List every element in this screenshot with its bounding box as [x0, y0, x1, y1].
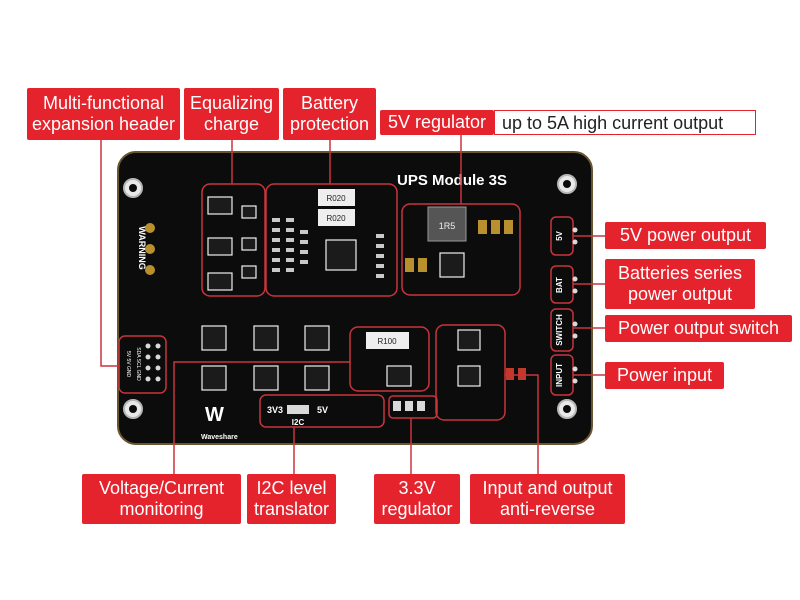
board-title: UPS Module 3S	[397, 172, 507, 189]
connector-pins	[572, 227, 578, 384]
connector-5v-text: 5V	[555, 230, 564, 240]
jumper-3v3-text: 3V3	[267, 405, 283, 415]
capacitors	[405, 220, 513, 272]
brand-text: Waveshare	[201, 434, 238, 441]
header-text-a: 5V 5V GND	[125, 351, 131, 378]
connector-switch-text: SWITCH	[555, 314, 564, 346]
resistor-r100-label: R100	[377, 337, 397, 346]
connector-bat-text: BAT	[555, 277, 564, 293]
label-power-output-5v: 5V power output	[605, 222, 766, 249]
resistor-r020-b	[318, 209, 355, 226]
connector-switch-region	[550, 308, 574, 352]
equalizing-charge-region	[201, 183, 266, 297]
resistor-r100	[366, 332, 409, 349]
label-power-input: Power input	[605, 362, 724, 389]
battery-protection-region	[265, 183, 398, 297]
regulator-5v-ic	[439, 252, 465, 278]
label-regulator-5v: 5V regulator	[380, 110, 494, 135]
resistor-r020-a	[318, 189, 355, 206]
mounting-holes	[123, 174, 577, 419]
equalizing-chips	[207, 196, 257, 291]
jumper-i2c-text: I2C	[292, 418, 305, 427]
header-pins	[145, 343, 161, 382]
note-regulator-5v: up to 5A high current output	[494, 110, 756, 135]
resistor-r020-a-label: R020	[326, 194, 346, 203]
leader-lines	[100, 135, 605, 474]
regulator-3v3-region	[388, 395, 438, 419]
protection-pads	[272, 218, 384, 278]
inductor-label: 1R5	[439, 221, 456, 231]
waveshare-logo: W	[205, 404, 224, 426]
i2c-translator-region	[259, 394, 385, 428]
mid-chips	[201, 325, 481, 391]
protection-ic	[325, 239, 357, 271]
anti-reverse-fuses	[506, 368, 526, 380]
resistor-r020-b-label: R020	[326, 214, 346, 223]
jumper-5v-text: 5V	[317, 405, 328, 415]
i2c-jumper	[287, 405, 309, 414]
expansion-header-region	[118, 335, 167, 394]
inductor	[427, 206, 467, 242]
voltage-monitor-region	[349, 326, 430, 392]
header-text-b: SDA SCL GND	[135, 347, 141, 381]
label-power-output-switch: Power output switch	[605, 315, 792, 342]
anti-reverse-region	[435, 324, 506, 421]
connector-input-text: INPUT	[555, 363, 564, 387]
regulator-3v3-parts	[393, 401, 425, 411]
warning-text: WARNING	[137, 226, 147, 270]
warning-icons	[145, 223, 155, 275]
